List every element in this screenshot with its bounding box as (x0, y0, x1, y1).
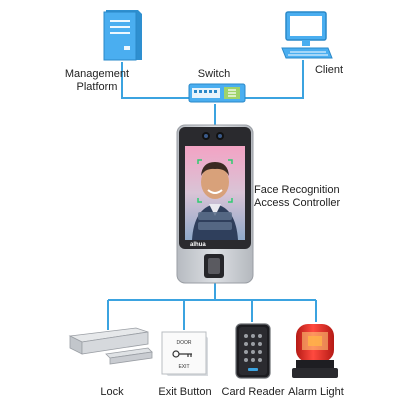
face-controller-label: Face Recognition Access Controller (254, 184, 364, 210)
client-node (280, 10, 334, 60)
card-reader-label: Card Reader (221, 386, 285, 398)
wire-switch-to-client (243, 60, 304, 99)
exit-button-face-text-2: EXIT (178, 364, 189, 370)
management-platform-label-line1: Management (64, 68, 130, 80)
desktop-computer-icon (281, 11, 333, 59)
alarm-light-icon (292, 324, 338, 378)
lock-label: Lock (100, 386, 124, 398)
face-controller-node: alhua (176, 124, 254, 284)
face-controller-label-line2: Access Controller (254, 197, 341, 209)
exit-button-label: Exit Button (158, 386, 212, 398)
card-reader-icon (235, 323, 271, 379)
server-node (98, 6, 144, 64)
face-terminal-icon: alhua (176, 124, 254, 284)
exit-button-face-text-1: DOOR (177, 340, 192, 346)
svg-text:alhua: alhua (190, 242, 206, 248)
management-platform-label: Management Platform (52, 68, 142, 94)
exit-button-node: DOOR EXIT (160, 330, 210, 378)
client-label: Client (314, 64, 344, 76)
alarm-light-node (290, 322, 340, 380)
switch-label: Switch (197, 68, 231, 80)
server-icon (103, 10, 142, 61)
network-switch-icon (188, 83, 246, 103)
face-controller-label-line1: Face Recognition (254, 184, 340, 196)
wire-group (107, 60, 317, 330)
management-platform-label-line2: Platform (76, 81, 118, 93)
wire-server-to-switch (121, 62, 190, 99)
card-reader-node (234, 322, 272, 380)
magnetic-lock-icon (68, 327, 153, 365)
lock-node (66, 326, 156, 368)
switch-node (188, 82, 246, 104)
exit-button-icon: DOOR EXIT (161, 331, 208, 376)
alarm-light-label: Alarm Light (288, 386, 344, 398)
